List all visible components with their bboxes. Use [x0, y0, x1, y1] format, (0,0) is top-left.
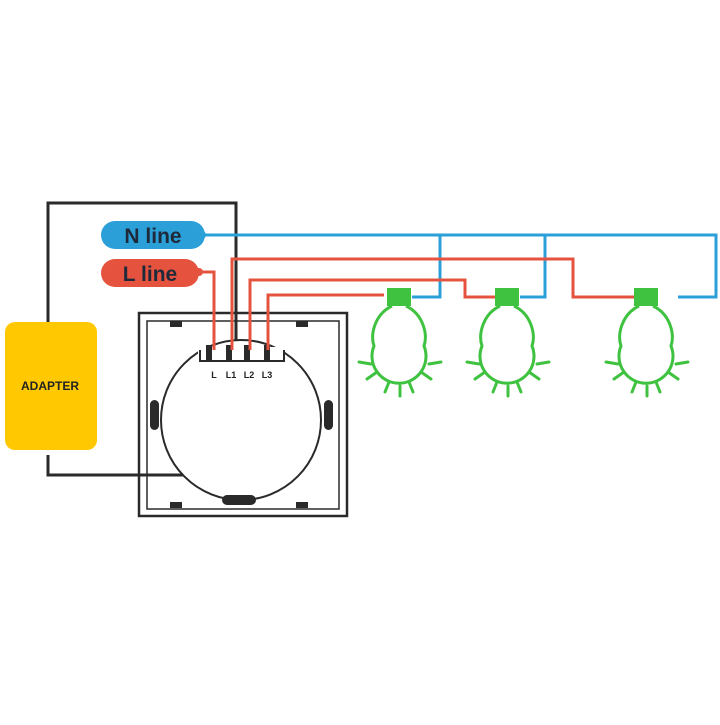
adapter-feed-wire	[46, 201, 238, 477]
terminal-label-l1: L1	[226, 370, 237, 380]
light-bulb-icon	[357, 288, 443, 398]
light-bulb-icon	[465, 288, 551, 398]
neutral-wiring	[198, 233, 718, 299]
terminal-block	[198, 347, 284, 361]
terminal-label-l2: L2	[244, 370, 255, 380]
switch-faceplate	[137, 311, 349, 518]
n-line-pill	[101, 221, 205, 249]
switch-backbox	[160, 339, 322, 501]
adapter-label: ADAPTER	[21, 379, 79, 393]
terminal-label-l: L	[211, 370, 217, 380]
screw-slot-right	[324, 400, 333, 430]
n-line-label: N line	[124, 225, 181, 248]
live-wiring	[198, 257, 636, 350]
l-line-label: L line	[123, 263, 177, 286]
screw-slot-left	[150, 400, 159, 430]
terminal-label-l3: L3	[262, 370, 273, 380]
adapter-box	[5, 322, 97, 450]
l-line-pill	[101, 259, 199, 287]
light-bulb-icon	[604, 288, 690, 398]
screw-slot-bottom	[222, 495, 256, 505]
